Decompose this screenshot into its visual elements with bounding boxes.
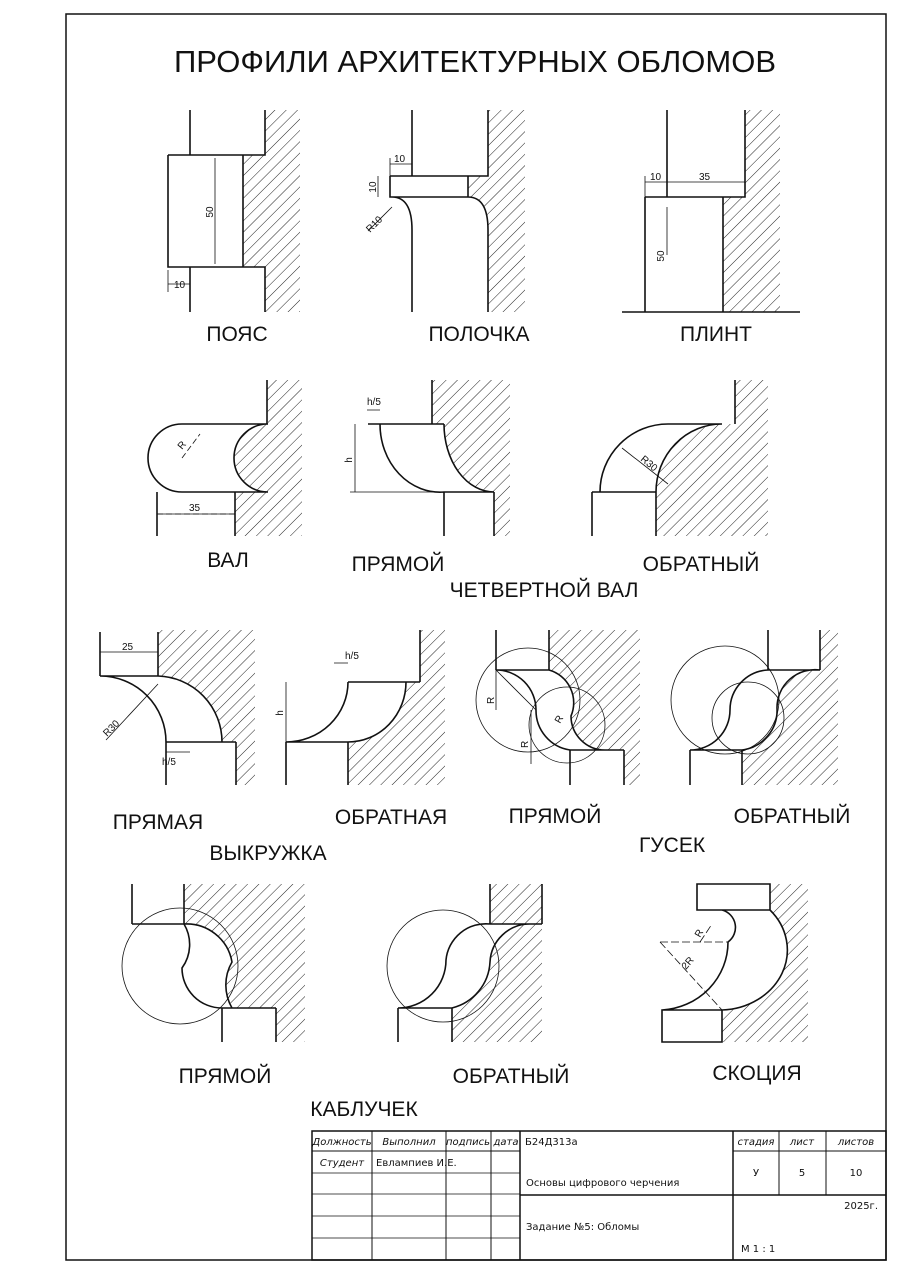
label-plint: ПЛИНТ — [680, 323, 752, 346]
tb-scale: М 1 : 1 — [741, 1244, 775, 1255]
label-kabl-pryamoy: ПРЯМОЙ — [179, 1064, 272, 1088]
profile-gusek-obratny — [670, 630, 838, 785]
dim-val-r: R — [176, 439, 189, 452]
label-poyas: ПОЯС — [206, 323, 267, 346]
label-chetv-obratny: ОБРАТНЫЙ — [643, 552, 760, 576]
tb-header-list: лист — [789, 1137, 815, 1148]
profile-plint — [622, 110, 800, 313]
label-polochka: ПОЛОЧКА — [428, 323, 529, 346]
profile-vykr-pryamaya — [99, 630, 255, 785]
dim-sk-2r: 2R — [680, 955, 697, 972]
dim-plint-w2: 35 — [699, 172, 711, 183]
dim-poyas-h: 50 — [205, 206, 216, 218]
dim-vo-t: h/5 — [345, 651, 359, 662]
dim-vp-t: h/5 — [162, 757, 176, 768]
page-title: ПРОФИЛИ АРХИТЕКТУРНЫХ ОБЛОМОВ — [174, 44, 776, 79]
profile-poyas — [167, 110, 300, 312]
dim-plint-w1: 10 — [650, 172, 662, 183]
label-chetv-group: ЧЕТВЕРТНОЙ ВАЛ — [450, 578, 639, 602]
tb-header-dolzhnost: Должность — [311, 1137, 371, 1148]
tb-name: Евлампиев И.Е. — [376, 1158, 457, 1169]
tb-header-podpis: подпись — [446, 1137, 490, 1148]
dim-sk-r: R — [693, 928, 706, 940]
dim-chp-t: h/5 — [367, 397, 381, 408]
profile-skotsiya — [661, 883, 808, 1043]
label-gusek-obratny: ОБРАТНЫЙ — [734, 804, 851, 828]
profile-kabl-pryamoy — [121, 884, 305, 1042]
tb-list: 5 — [799, 1168, 805, 1179]
label-kabl-group: КАБЛУЧЕК — [310, 1098, 418, 1121]
tb-listov: 10 — [850, 1168, 863, 1179]
label-gusek-group: ГУСЕК — [639, 834, 706, 857]
profile-chetv-obratny — [591, 380, 768, 536]
profile-gusek-pryamoy — [475, 630, 640, 785]
dim-gp-r1: R — [486, 697, 497, 704]
tb-year: 2025г. — [844, 1201, 878, 1212]
profile-vykr-obratnaya — [285, 630, 445, 785]
dim-plint-h: 50 — [656, 250, 667, 262]
label-val: ВАЛ — [207, 549, 249, 572]
tb-header-listov: листов — [837, 1137, 874, 1148]
tb-code: Б24Д313а — [525, 1137, 578, 1148]
tb-header-data: дата — [493, 1137, 519, 1148]
profile-polochka — [389, 110, 525, 312]
dim-val-w: 35 — [189, 503, 201, 514]
title-block — [311, 1130, 887, 1261]
dim-gp-r2: R — [520, 741, 531, 748]
dim-chp-h: h — [344, 457, 355, 463]
label-vykr-pryamaya: ПРЯМАЯ — [113, 811, 203, 834]
label-vykr-group: ВЫКРУЖКА — [209, 842, 326, 865]
dim-gp-r3: R — [553, 714, 566, 726]
profile-chetv-pryamoy — [368, 380, 510, 536]
dim-pol-w: 10 — [394, 154, 406, 165]
tb-stadiya: У — [753, 1168, 759, 1179]
dim-vp-w: 25 — [122, 642, 134, 653]
profile-kabl-obratny — [386, 884, 543, 1042]
tb-header-vypolnil: Выполнил — [382, 1137, 436, 1148]
label-chetv-pryamoy: ПРЯМОЙ — [352, 552, 445, 576]
tb-course: Основы цифрового черчения — [526, 1178, 679, 1189]
tb-role: Студент — [320, 1158, 365, 1169]
dim-cho-r: R30 — [638, 454, 659, 475]
dim-vo-h: h — [275, 710, 286, 716]
tb-header-stadiya: стадия — [738, 1137, 775, 1148]
label-skotsiya: СКОЦИЯ — [712, 1062, 801, 1085]
label-vykr-obratnaya: ОБРАТНАЯ — [335, 806, 447, 829]
label-gusek-pryamoy: ПРЯМОЙ — [509, 804, 602, 828]
dim-vp-r: R30 — [101, 718, 122, 739]
dim-poyas-w: 10 — [174, 280, 186, 291]
label-kabl-obratny: ОБРАТНЫЙ — [453, 1064, 570, 1088]
dim-pol-h: 10 — [368, 181, 379, 193]
profile-val — [147, 380, 302, 536]
tb-task: Задание №5: Обломы — [526, 1222, 639, 1233]
